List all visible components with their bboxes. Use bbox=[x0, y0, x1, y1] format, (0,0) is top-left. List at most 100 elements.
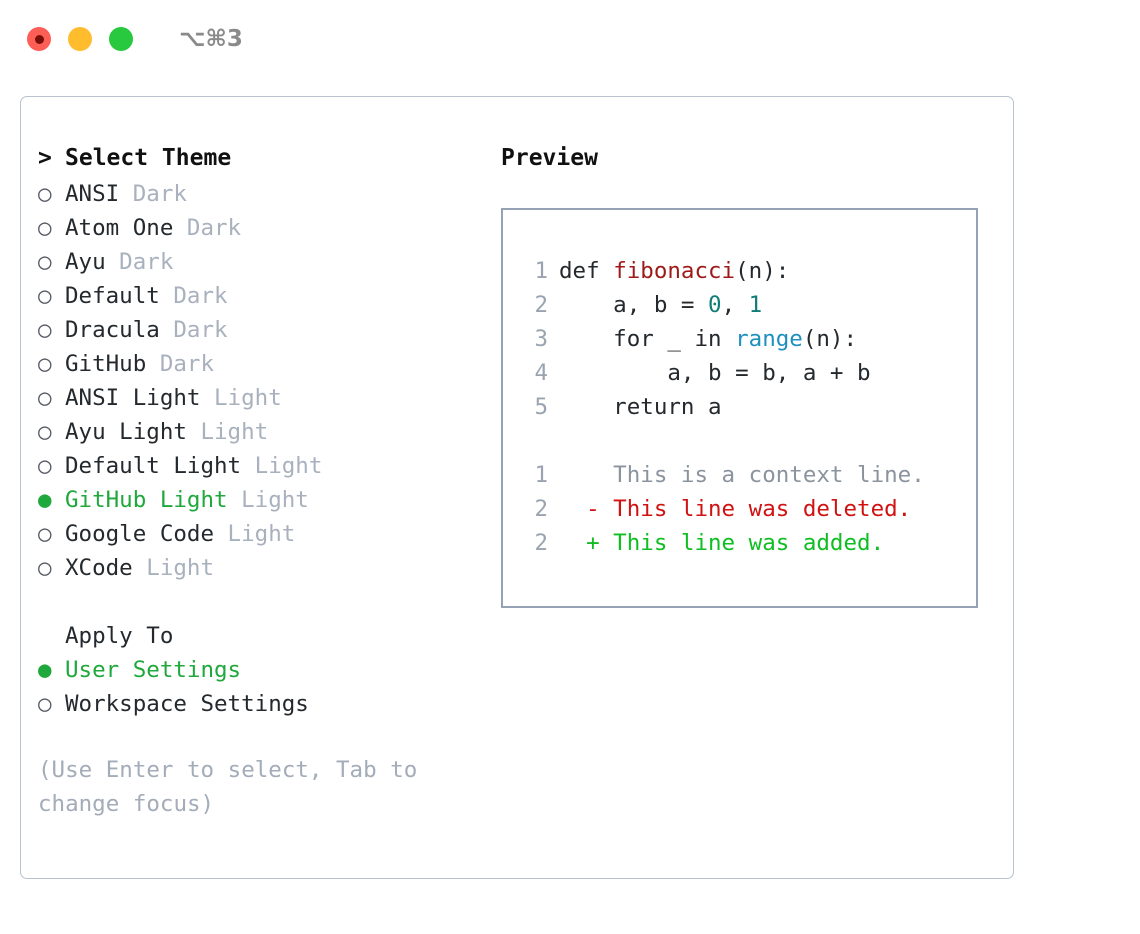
radio-unselected-icon[interactable]: ○ bbox=[38, 351, 52, 377]
apply-to-heading: Apply To bbox=[65, 623, 174, 649]
diff-line-text: This is a context line. bbox=[599, 462, 925, 488]
code-diff-spacer bbox=[520, 428, 970, 462]
radio-unselected-icon[interactable]: ○ bbox=[38, 419, 52, 445]
radio-unselected-icon[interactable]: ○ bbox=[38, 691, 52, 717]
theme-list-item[interactable]: ○ Atom One Dark bbox=[38, 215, 478, 249]
radio-unselected-icon[interactable]: ○ bbox=[38, 385, 52, 411]
radio-unselected-icon[interactable]: ○ bbox=[38, 453, 52, 479]
radio-unselected-icon[interactable]: ○ bbox=[38, 521, 52, 547]
theme-list-item[interactable]: ○ Google Code Light bbox=[38, 521, 478, 555]
theme-list-item[interactable]: ●GitHub Light Light bbox=[38, 487, 478, 521]
code-token: return a bbox=[559, 394, 722, 420]
theme-list-item[interactable]: ○ XCode Light bbox=[38, 555, 478, 589]
radio-unselected-icon[interactable]: ○ bbox=[38, 249, 52, 275]
radio-unselected-icon[interactable]: ○ bbox=[38, 283, 52, 309]
code-line-text: for _ in range(n): bbox=[559, 326, 857, 352]
code-token: a, b = b, a + b bbox=[559, 360, 871, 386]
theme-kind-label: Light bbox=[132, 555, 215, 581]
close-button-inner-dot bbox=[34, 34, 44, 44]
radio-unselected-icon[interactable]: ○ bbox=[38, 317, 52, 343]
code-line: 4 a, b = b, a + b bbox=[520, 360, 970, 394]
theme-name-label: GitHub Light bbox=[65, 487, 228, 513]
theme-kind-label: Dark bbox=[159, 283, 228, 309]
theme-name-label: Google Code bbox=[65, 521, 215, 547]
radio-selected-icon[interactable]: ● bbox=[38, 487, 52, 513]
title-bar: ⌥⌘3 bbox=[0, 0, 1140, 78]
theme-kind-label: Dark bbox=[105, 249, 174, 275]
theme-list-item[interactable]: ○ANSI Light Light bbox=[38, 385, 478, 419]
theme-list[interactable]: ○ ANSI Dark ○ Atom One Dark ○ Ayu Dark ○ Defaul… bbox=[38, 181, 478, 589]
theme-list-item[interactable]: ○ Default Light Light bbox=[38, 453, 478, 487]
theme-kind-label: Dark bbox=[173, 215, 242, 241]
theme-kind-label: Light bbox=[241, 453, 323, 479]
prompt-caret-icon: > bbox=[38, 145, 52, 171]
theme-name-label: GitHub bbox=[65, 351, 147, 377]
theme-name-label: Default bbox=[65, 283, 160, 309]
apply-to-list[interactable]: ● User Settings ○Workspace Settings bbox=[38, 657, 478, 725]
theme-picker-column: >Select Theme ○ANSI Dark○Atom One Dark○A… bbox=[38, 145, 478, 821]
diff-line-number: 2 bbox=[534, 530, 548, 556]
code-line-text: def fibonacci(n): bbox=[559, 258, 789, 284]
code-token: range bbox=[735, 326, 803, 352]
diff-marker: + bbox=[559, 530, 600, 556]
apply-to-option[interactable]: ● User Settings bbox=[38, 657, 478, 691]
code-token: for _ in bbox=[559, 326, 736, 352]
code-line-text: return a bbox=[559, 394, 722, 420]
theme-kind-label: Dark bbox=[119, 181, 187, 207]
theme-list-item[interactable]: ○ GitHub Dark bbox=[38, 351, 478, 385]
theme-list-item[interactable]: ○ Ayu Light Light bbox=[38, 419, 478, 453]
apply-to-option-label: User Settings bbox=[65, 657, 242, 683]
code-line-number: 1 bbox=[534, 258, 548, 284]
code-token: (n): bbox=[802, 326, 858, 352]
code-line-text: a, b = b, a + b bbox=[559, 360, 871, 386]
apply-to-option[interactable]: ○Workspace Settings bbox=[38, 691, 478, 725]
diff-marker: - bbox=[559, 496, 600, 522]
diff-sample: 1 This is a context line.2 - This line w… bbox=[520, 462, 970, 564]
code-line: 2 a, b = 0, 1 bbox=[520, 292, 970, 326]
code-token: , bbox=[721, 292, 749, 318]
maximize-button-icon[interactable] bbox=[109, 27, 133, 51]
radio-unselected-icon[interactable]: ○ bbox=[38, 555, 52, 581]
theme-list-item[interactable]: ○ Ayu Dark bbox=[38, 249, 478, 283]
theme-list-item[interactable]: ○Dracula Dark bbox=[38, 317, 478, 351]
code-token: 1 bbox=[748, 292, 763, 318]
radio-unselected-icon[interactable]: ○ bbox=[38, 215, 52, 241]
theme-kind-label: Light bbox=[186, 419, 269, 445]
select-theme-heading-label: Select Theme bbox=[65, 145, 232, 171]
radio-unselected-icon[interactable]: ○ bbox=[38, 181, 52, 207]
radio-selected-icon[interactable]: ● bbox=[38, 657, 52, 683]
diff-line-number: 2 bbox=[534, 496, 548, 522]
theme-name-label: Atom One bbox=[65, 215, 174, 241]
preview-heading: Preview bbox=[501, 145, 598, 171]
code-token: def bbox=[559, 258, 614, 284]
diff-line: 2 - This line was deleted. bbox=[520, 496, 970, 530]
code-line: 5 return a bbox=[520, 394, 970, 428]
diff-line: 1 This is a context line. bbox=[520, 462, 970, 496]
theme-name-label: XCode bbox=[65, 555, 133, 581]
code-line-text: a, b = 0, 1 bbox=[559, 292, 762, 318]
code-line: 3 for _ in range(n): bbox=[520, 326, 970, 360]
theme-list-item[interactable]: ○ Default Dark bbox=[38, 283, 478, 317]
minimize-button-icon[interactable] bbox=[68, 27, 92, 51]
theme-kind-label: Dark bbox=[146, 351, 215, 377]
main-panel: >Select Theme ○ANSI Dark○Atom One Dark○A… bbox=[20, 96, 1014, 879]
window-controls bbox=[27, 27, 133, 51]
code-token: fibonacci bbox=[613, 258, 736, 284]
theme-name-label: Ayu Light bbox=[65, 419, 187, 445]
code-token: (n): bbox=[735, 258, 790, 284]
code-line: 1 def fibonacci(n): bbox=[520, 258, 970, 292]
theme-name-label: ANSI bbox=[65, 181, 120, 207]
code-token: a, b = bbox=[559, 292, 709, 318]
diff-line-number: 1 bbox=[534, 462, 548, 488]
diff-line-text: This line was added. bbox=[599, 530, 885, 556]
code-line-number: 2 bbox=[534, 292, 548, 318]
close-button-icon[interactable] bbox=[27, 27, 51, 51]
theme-kind-label: Light bbox=[214, 521, 296, 547]
theme-name-label: Default Light bbox=[65, 453, 242, 479]
theme-name-label: Ayu bbox=[65, 249, 106, 275]
theme-list-item[interactable]: ○ ANSI Dark bbox=[38, 181, 478, 215]
